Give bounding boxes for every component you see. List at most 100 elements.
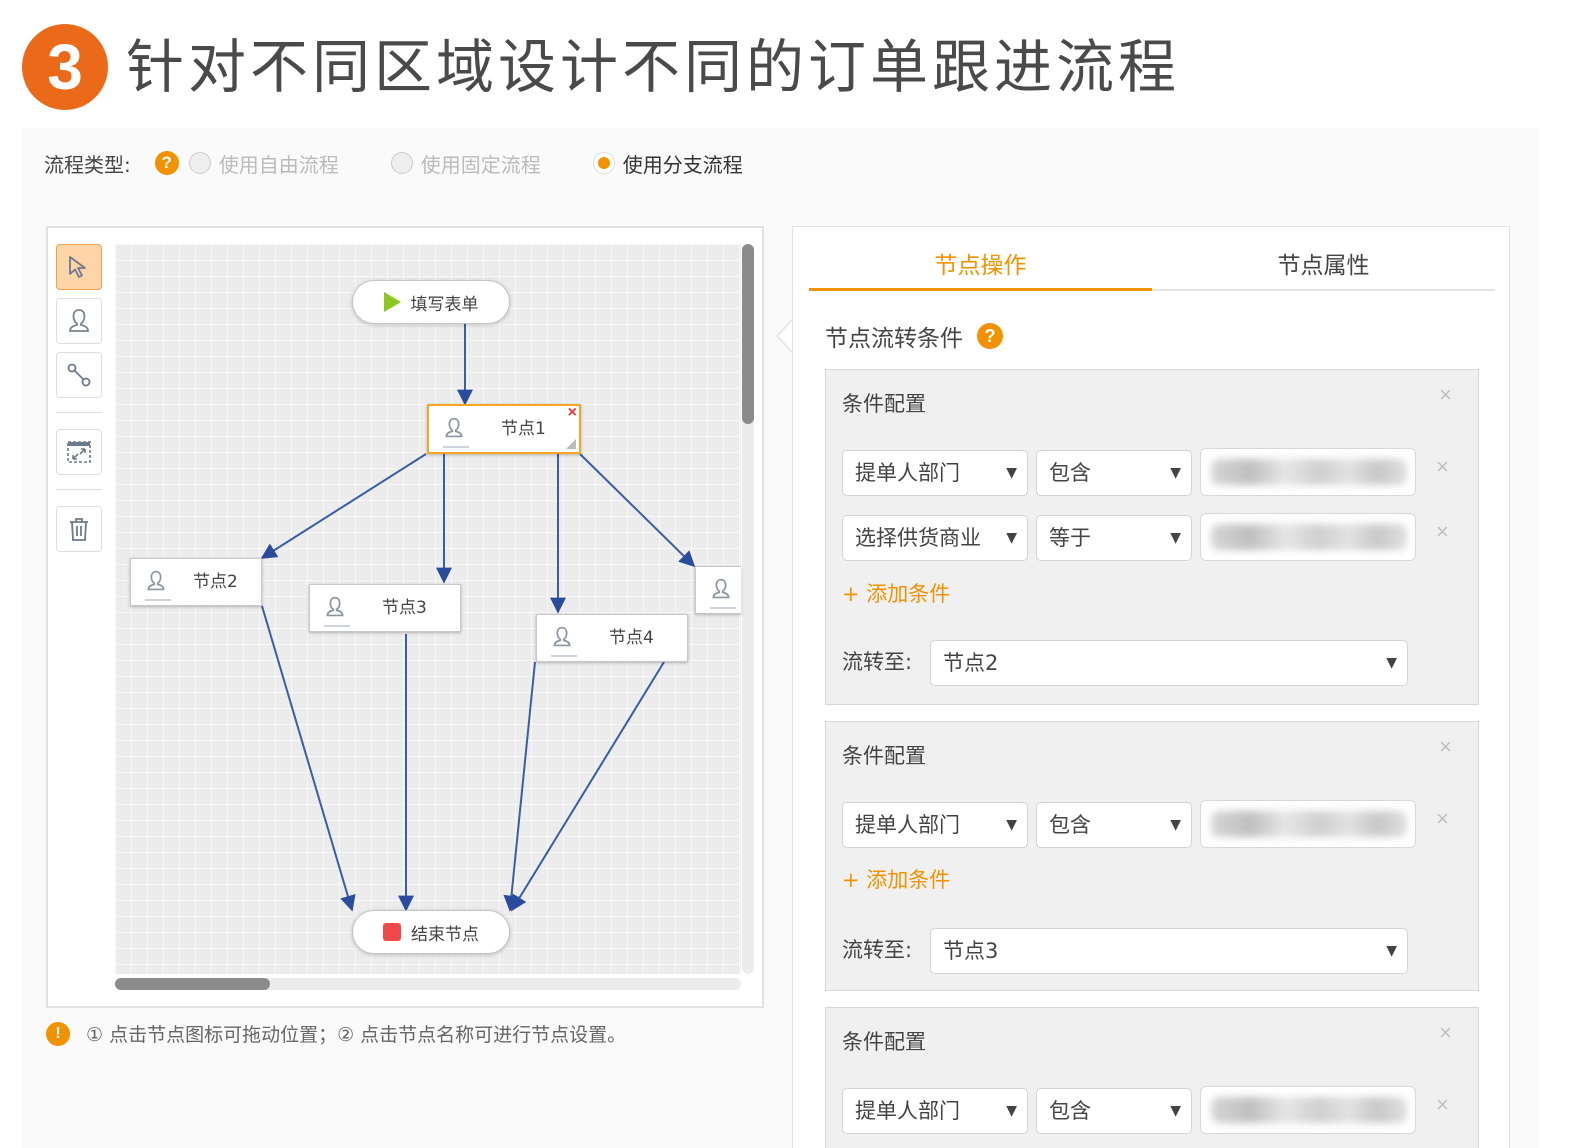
condition-operator-select[interactable]: 包含 ▼ [1036, 450, 1192, 496]
close-icon[interactable]: × [1436, 806, 1449, 831]
tip-text: ① 点击节点图标可拖动位置；② 点击节点名称可进行节点设置。 [86, 1024, 627, 1046]
chevron-down-icon: ▼ [1170, 530, 1181, 546]
condition-row: 提单人部门 ▼ 包含 ▼ × [842, 800, 1472, 848]
node-underline [443, 446, 469, 448]
condition-row: 选择供货商业 ▼ 等于 ▼ × [842, 513, 1472, 561]
select-value: 节点2 [943, 651, 999, 675]
radio-button-checked[interactable] [592, 152, 615, 174]
chevron-down-icon: ▼ [1170, 1103, 1181, 1119]
radio-button[interactable] [390, 152, 413, 174]
flow-node-5[interactable] [695, 566, 741, 614]
select-tool-button[interactable] [56, 244, 102, 290]
user-icon[interactable] [324, 594, 346, 620]
question-circle-icon[interactable]: ? [154, 151, 179, 175]
user-icon [69, 309, 89, 332]
section-heading: 3 针对不同区域设计不同的订单跟进流程 [22, 22, 1180, 112]
expand-icon [67, 441, 91, 463]
condition-operator-select[interactable]: 包含 ▼ [1036, 802, 1192, 848]
node-underline [145, 599, 171, 601]
radio-fixed-flow[interactable]: 使用固定流程 [390, 149, 541, 178]
condition-operator-select[interactable]: 包含 ▼ [1036, 1088, 1192, 1134]
condition-value-input[interactable] [1200, 448, 1416, 496]
condition-operator-select[interactable]: 等于 ▼ [1036, 515, 1192, 561]
blurred-value [1211, 1097, 1407, 1123]
close-icon[interactable]: × [1436, 454, 1449, 479]
flow-node-3[interactable]: 节点3 [309, 584, 461, 632]
select-value: 选择供货商业 [855, 526, 981, 550]
start-node-label: 填写表单 [410, 294, 479, 315]
end-node[interactable]: 结束节点 [352, 910, 510, 954]
select-value: 等于 [1049, 526, 1091, 550]
goto-node-select[interactable]: 节点2 ▼ [930, 640, 1408, 686]
user-icon[interactable] [710, 576, 732, 602]
condition-value-input[interactable] [1200, 1086, 1416, 1134]
blurred-value [1211, 459, 1407, 485]
panel-pointer [776, 318, 794, 354]
stop-icon [383, 923, 401, 941]
fit-screen-tool-button[interactable] [56, 429, 102, 475]
flow-canvas-panel: 填写表单 节点1 × 节点2 节点3 节点4 [46, 226, 764, 1008]
panel-tabs: 节点操作 节点属性 [809, 245, 1495, 291]
exclamation-circle-icon: ! [46, 1021, 70, 1046]
question-circle-icon[interactable]: ? [977, 323, 1003, 349]
node-label[interactable]: 节点4 [609, 628, 654, 648]
condition-field-select[interactable]: 选择供货商业 ▼ [842, 515, 1028, 561]
close-icon[interactable]: × [1439, 734, 1452, 759]
close-icon[interactable]: × [1436, 1092, 1449, 1117]
flow-node-4[interactable]: 节点4 [536, 614, 688, 662]
horizontal-scrollbar-thumb[interactable] [115, 978, 270, 990]
radio-branch-flow[interactable]: 使用分支流程 [592, 149, 743, 178]
goto-label: 流转至: [842, 938, 913, 962]
cursor-arrow-icon [69, 256, 86, 278]
canvas-tip: ! ① 点击节点图标可拖动位置；② 点击节点名称可进行节点设置。 [46, 1020, 626, 1047]
start-node[interactable]: 填写表单 [352, 280, 510, 324]
condition-field-select[interactable]: 提单人部门 ▼ [842, 1088, 1028, 1134]
goto-label: 流转至: [842, 650, 913, 674]
close-icon[interactable]: × [1439, 1020, 1452, 1045]
radio-button[interactable] [188, 152, 211, 174]
close-icon[interactable]: × [1439, 382, 1452, 407]
vertical-scrollbar-thumb[interactable] [742, 244, 754, 424]
add-connection-tool-button[interactable] [56, 352, 102, 398]
toolbar-divider [56, 412, 102, 413]
condition-value-input[interactable] [1200, 800, 1416, 848]
user-icon[interactable] [443, 415, 465, 441]
condition-field-select[interactable]: 提单人部门 ▼ [842, 802, 1028, 848]
condition-field-select[interactable]: 提单人部门 ▼ [842, 450, 1028, 496]
node-label[interactable]: 节点1 [501, 419, 546, 439]
delete-tool-button[interactable] [56, 506, 102, 552]
close-icon[interactable]: × [1436, 519, 1449, 544]
node-label[interactable]: 节点3 [382, 598, 427, 618]
node-underline [710, 607, 736, 609]
user-icon[interactable] [145, 568, 167, 594]
add-condition-link[interactable]: + 添加条件 [842, 582, 951, 606]
resize-handle-icon[interactable] [566, 439, 576, 449]
radio-label: 使用固定流程 [420, 152, 541, 177]
add-node-tool-button[interactable] [56, 298, 102, 344]
tab-node-properties[interactable]: 节点属性 [1277, 253, 1370, 279]
select-value: 节点3 [943, 939, 999, 963]
select-value: 提单人部门 [855, 461, 960, 485]
node-label[interactable]: 节点2 [193, 572, 238, 592]
close-icon[interactable]: × [567, 404, 577, 421]
flow-node-1[interactable]: 节点1 × [427, 404, 581, 454]
tab-node-operation[interactable]: 节点操作 [809, 245, 1152, 291]
condition-value-input[interactable] [1200, 513, 1416, 561]
condition-card-title: 条件配置 [842, 1030, 926, 1054]
condition-card: 条件配置 × 提单人部门 ▼ 包含 ▼ × [825, 1007, 1479, 1148]
node-underline [551, 655, 577, 657]
add-condition-link[interactable]: + 添加条件 [842, 868, 951, 892]
select-value: 包含 [1049, 461, 1091, 485]
select-value: 包含 [1049, 1099, 1091, 1123]
select-value: 提单人部门 [855, 813, 960, 837]
vertical-scrollbar-track[interactable] [742, 244, 754, 974]
blurred-value [1211, 811, 1407, 837]
chevron-down-icon: ▼ [1170, 465, 1181, 481]
goto-node-select[interactable]: 节点3 ▼ [930, 928, 1408, 974]
flow-node-2[interactable]: 节点2 [130, 558, 262, 606]
radio-free-flow[interactable]: 使用自由流程 [188, 149, 339, 178]
horizontal-scrollbar-track[interactable] [115, 978, 741, 990]
goto-row: 流转至: 节点3 ▼ [842, 928, 1442, 974]
connector-icon [67, 363, 91, 387]
user-icon[interactable] [551, 624, 573, 650]
